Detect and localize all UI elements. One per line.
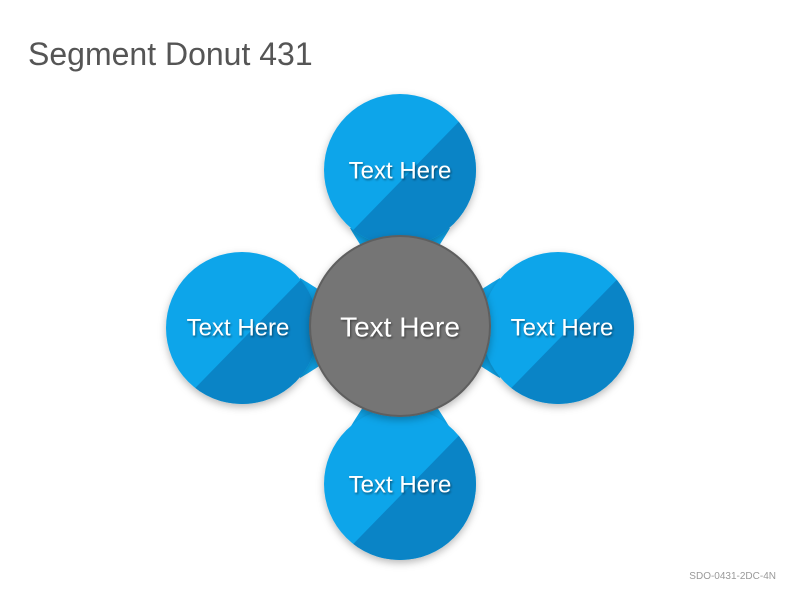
petal-left-facet [166, 258, 318, 404]
petal-right-label: Text Here [511, 315, 614, 342]
petal-top-facet [324, 100, 476, 246]
petal-right-facet [482, 258, 634, 404]
petal-bottom[interactable]: Text Here [324, 394, 480, 574]
hub-circle [309, 235, 491, 417]
document-code: SDO-0431-2DC-4N [689, 571, 776, 582]
petal-left[interactable]: Text Here [166, 252, 334, 418]
petal-bottom-facet [324, 414, 476, 560]
petal-left-label: Text Here [187, 315, 290, 342]
petal-right[interactable]: Text Here [466, 252, 638, 418]
hub-label: Text Here [340, 312, 460, 343]
slide-title: Segment Donut 431 [28, 36, 313, 72]
petal-bottom-label: Text Here [349, 472, 452, 499]
petal-top-label: Text Here [349, 158, 452, 185]
hub[interactable]: Text Here [309, 235, 491, 417]
